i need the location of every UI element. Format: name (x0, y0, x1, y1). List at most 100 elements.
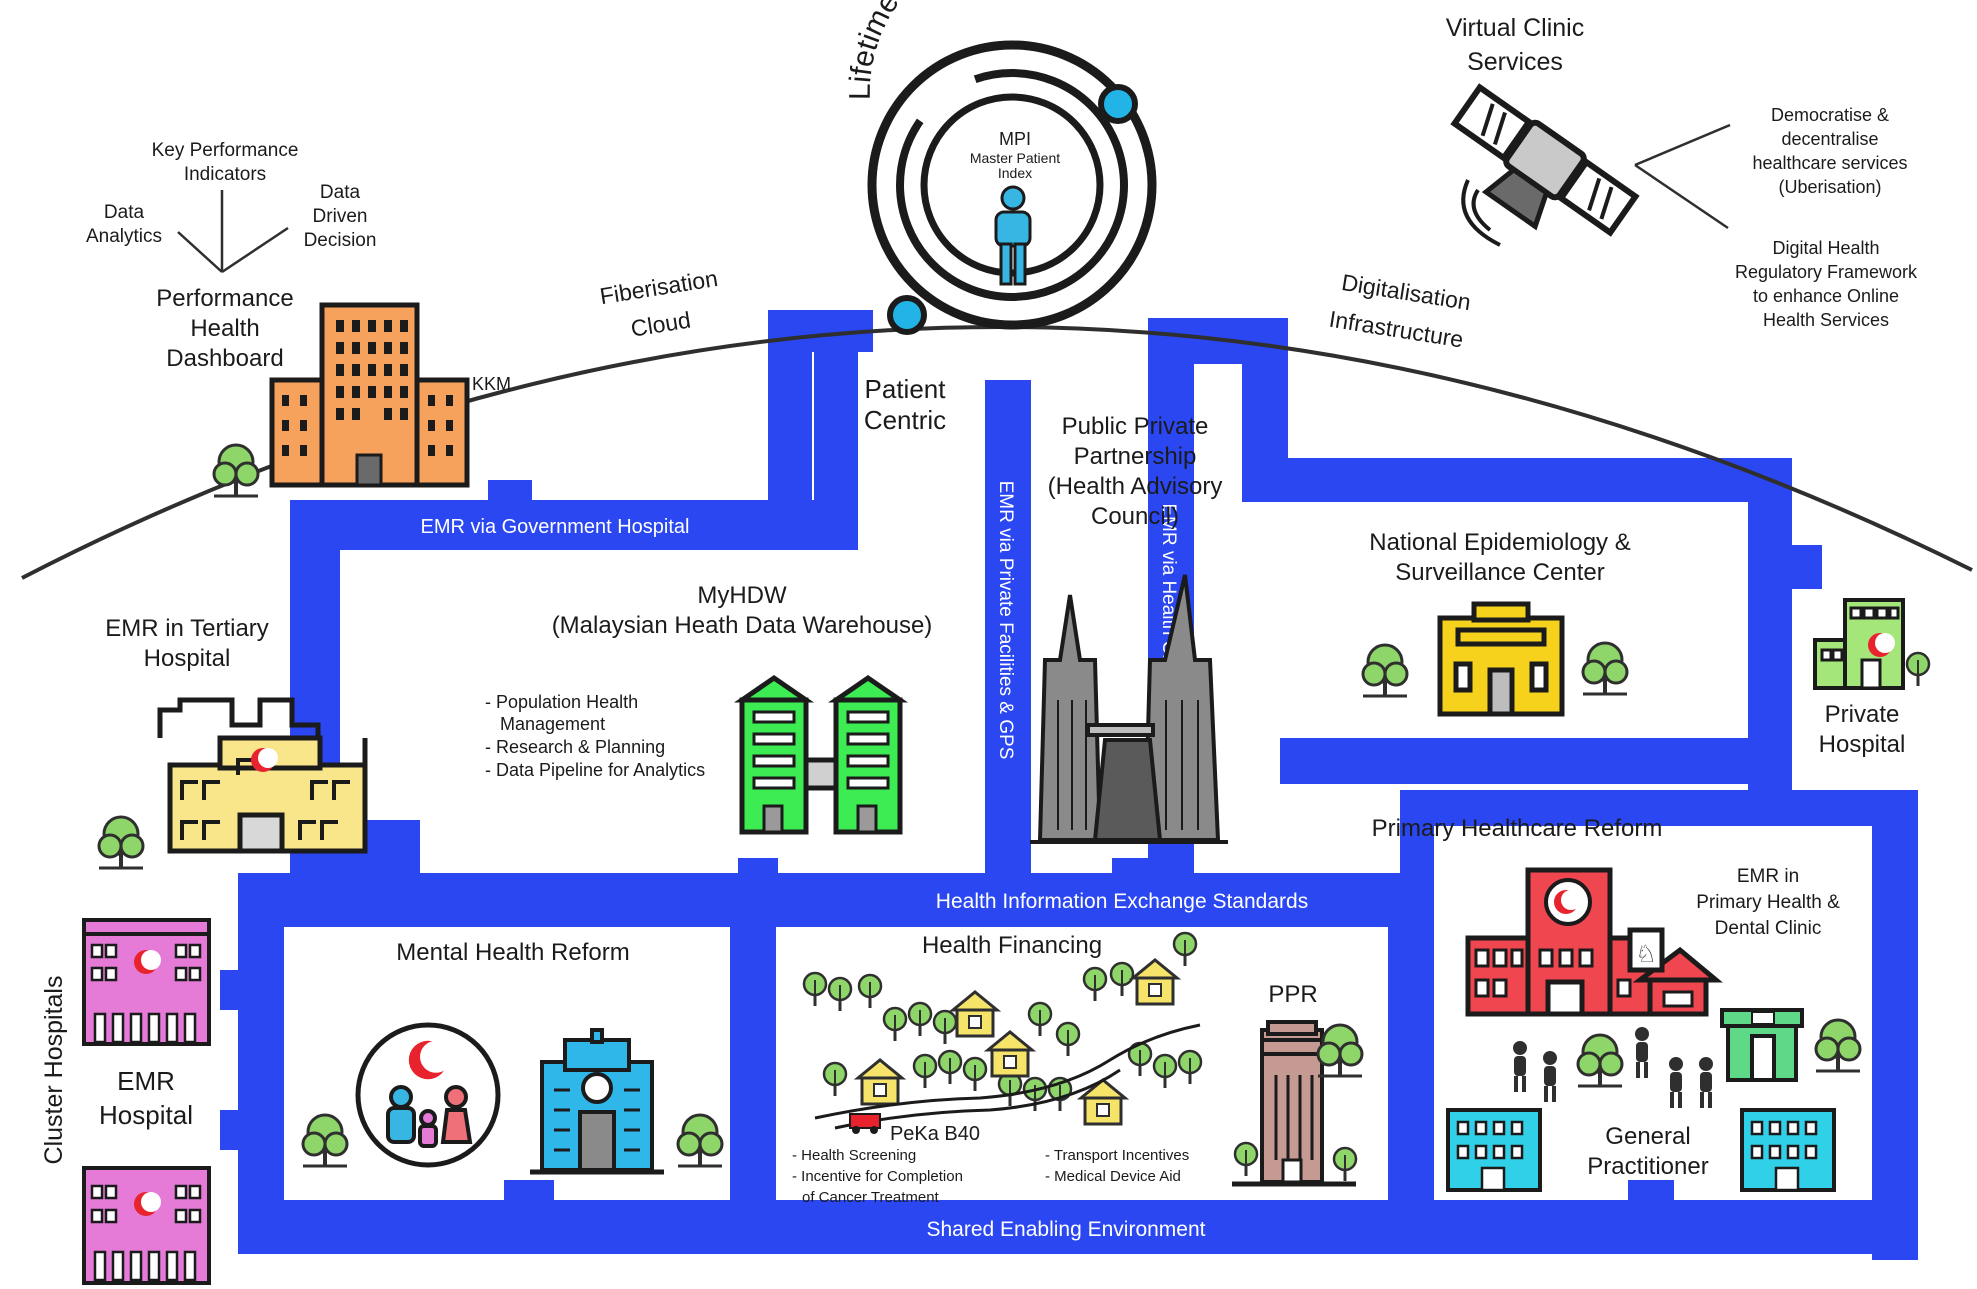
cluster-emr-1: EMR (117, 1066, 175, 1096)
ppp-2: Partnership (1074, 443, 1197, 470)
tree-icon (1055, 1021, 1081, 1058)
dental-clinic-icon (1720, 1008, 1804, 1082)
dashboard-title-1: Performance (156, 285, 293, 312)
peka-left-bullet-2: - Incentive for Completion (792, 1168, 963, 1185)
house-icon (1131, 958, 1179, 1006)
tree-icon (97, 815, 145, 870)
lifetime-health-record-ring (867, 40, 1157, 335)
cluster-emr-2: Hospital (99, 1100, 193, 1130)
peka-right-bullet-2: - Medical Device Aid (1045, 1168, 1181, 1185)
myhdw-bullet-2: Management (500, 714, 605, 734)
mpi-full-label-2: Index (998, 165, 1032, 181)
virtual-clinic-title-1: Virtual Clinic (1446, 14, 1584, 42)
myhdw-subtitle: (Malaysian Heath Data Warehouse) (552, 612, 933, 639)
myhdw-bullet-3: - Research & Planning (485, 737, 665, 757)
gov-hospital-channel-bump (488, 480, 532, 504)
tree-icon (932, 1009, 958, 1046)
peka-label: PeKa B40 (890, 1123, 980, 1145)
epi-title-2: Surveillance Center (1395, 559, 1604, 586)
tree-icon (1316, 1023, 1364, 1078)
emr-channel-network (220, 310, 1918, 1260)
person-icon (1635, 1027, 1649, 1078)
myhdw-bullet-4: - Data Pipeline for Analytics (485, 760, 705, 780)
mpi-full-label-1: Master Patient (970, 150, 1060, 166)
patient-centric-2: Centric (864, 405, 946, 435)
gp-building-left-icon (1446, 1108, 1542, 1192)
tree-icon (1905, 651, 1931, 688)
ambulance-icon (849, 1113, 881, 1134)
virtual-clinic-point2-3: to enhance Online (1753, 286, 1899, 306)
private-hospital-2: Hospital (1819, 731, 1906, 758)
tree-icon (1027, 1001, 1053, 1038)
tree-icon (1233, 1141, 1259, 1178)
fiberisation-label: Fiberisation (598, 265, 719, 309)
cluster-hospital-bottom-icon (82, 1166, 211, 1285)
ppr-building-icon (1232, 1020, 1356, 1187)
person-icon (1669, 1057, 1683, 1108)
virtual-clinic-point1-1: Democratise & (1771, 105, 1889, 125)
person-icon (994, 185, 1032, 286)
tree-icon (1082, 966, 1108, 1003)
hie-channel-label: Health Information Exchange Standards (936, 890, 1308, 913)
primary-emr-3: Dental Clinic (1715, 918, 1822, 939)
tree-icon (857, 973, 883, 1010)
private-channel (985, 380, 1031, 880)
tree-icon (997, 1071, 1023, 1108)
peka-left-bullet-3: of Cancer Treatment (802, 1189, 940, 1206)
village-scene (802, 931, 1203, 1134)
gp-label-1: General (1605, 1123, 1690, 1150)
primary-emr-1: EMR in (1737, 866, 1799, 887)
ppp-4: Council) (1091, 503, 1179, 530)
virtual-clinic-point1-4: (Uberisation) (1778, 177, 1881, 197)
tree-icon (1152, 1053, 1178, 1090)
gov-hospital-channel (290, 500, 858, 550)
driven-label-3: Decision (304, 230, 377, 251)
tree-icon (1581, 641, 1629, 696)
analytics-label-1: Data (104, 202, 145, 223)
mpi-label: MPI (999, 129, 1031, 149)
house-icon (856, 1058, 904, 1106)
epi-title-1: National Epidemiology & (1369, 529, 1630, 556)
gov-hospital-channel-label: EMR via Government Hospital (421, 516, 690, 538)
tree-icon (907, 1001, 933, 1038)
person-icon (1543, 1051, 1557, 1102)
mental-health-title: Mental Health Reform (396, 939, 629, 966)
driven-label-1: Data (320, 182, 361, 203)
tree-icon (1814, 1018, 1862, 1073)
ring-dot-bottom (887, 295, 927, 335)
tertiary-title-1: EMR in Tertiary (105, 615, 269, 642)
epidemiology-center-icon (1437, 601, 1565, 717)
data-warehouse-icon (733, 674, 909, 835)
tree-icon (212, 443, 260, 498)
ring-dot-top (1098, 84, 1138, 124)
tertiary-title-2: Hospital (144, 645, 231, 672)
tertiary-hospital-icon (157, 697, 368, 854)
primary-emr-2: Primary Health & (1696, 892, 1840, 913)
person-icon (1513, 1041, 1527, 1092)
gp-label-2: Practitioner (1587, 1153, 1708, 1180)
primary-title: Primary Healthcare Reform (1372, 815, 1663, 842)
tree-icon (802, 971, 828, 1008)
tree-icon (912, 1053, 938, 1090)
tooth-icon: ♘ (1635, 940, 1657, 968)
peka-right-bullet-1: - Transport Incentives (1045, 1147, 1189, 1164)
tree-icon (1172, 931, 1198, 968)
cloud-label: Cloud (629, 307, 692, 342)
kpi-label-1: Key Performance (152, 140, 299, 161)
tree-icon (1332, 1146, 1358, 1183)
ppr-label: PPR (1268, 981, 1317, 1008)
cluster-vertical-label: Cluster Hospitals (40, 976, 68, 1165)
shared-channel-label: Shared Enabling Environment (926, 1218, 1205, 1241)
dashboard-title-2: Health (190, 315, 259, 342)
tree-icon (1177, 1049, 1203, 1086)
tree-icon (1576, 1033, 1624, 1088)
virtual-clinic-point2-2: Regulatory Framework (1735, 262, 1918, 282)
kkm-building-icon (269, 302, 470, 488)
kpi-label-2: Indicators (184, 164, 266, 185)
twin-towers-icon (1030, 574, 1228, 844)
tree-icon (676, 1113, 724, 1168)
cluster-hospital-top-icon (82, 918, 211, 1046)
mental-health-hospital-icon (530, 1028, 664, 1175)
private-hospital-1: Private (1825, 701, 1900, 728)
